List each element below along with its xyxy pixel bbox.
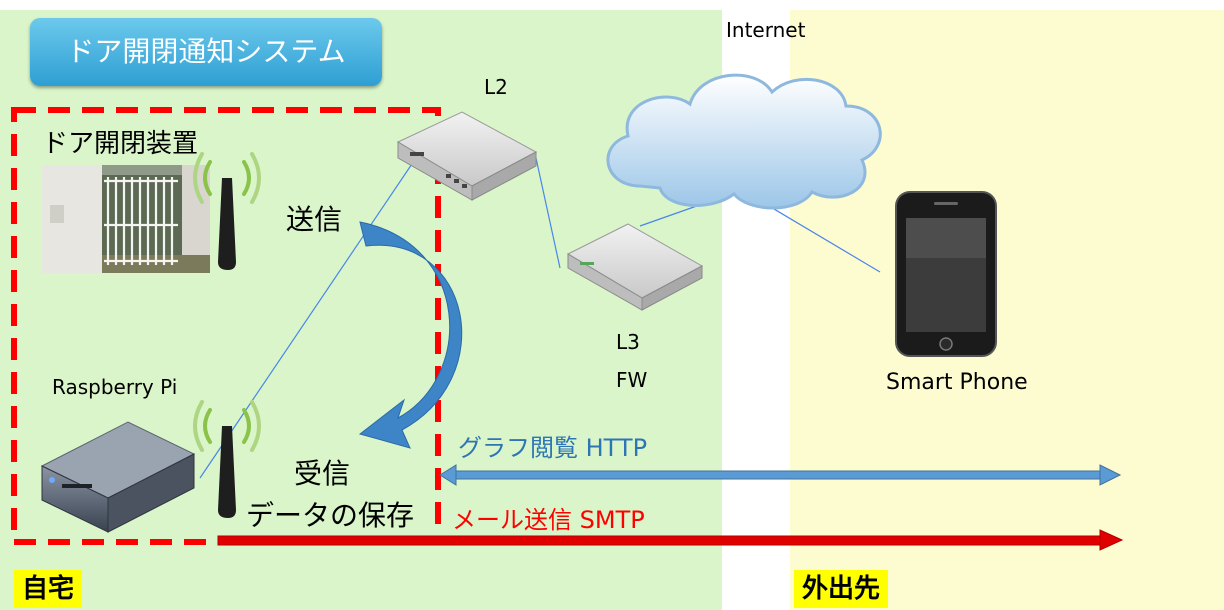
http-arrow <box>439 464 1122 486</box>
smtp-label: メール送信 SMTP <box>452 506 645 534</box>
transmission-flow-arrow <box>358 221 463 449</box>
l2-switch-icon <box>396 111 538 201</box>
fw-label: FW <box>616 368 648 392</box>
raspberry-pi-server-icon <box>40 421 196 533</box>
internet-cloud-icon <box>606 73 882 210</box>
store-label: データの保存 <box>246 499 415 532</box>
l2-label: L2 <box>484 75 508 99</box>
door-antenna-icon <box>193 152 261 270</box>
http-label: グラフ閲覧 HTTP <box>458 434 648 462</box>
door-unit-label: ドア開閉装置 <box>42 129 199 159</box>
outside-zone-label: 外出先 <box>794 570 889 608</box>
smartphone-icon <box>895 191 997 357</box>
smtp-arrow <box>217 529 1124 551</box>
home-zone-label: 自宅 <box>14 570 83 608</box>
raspberry-pi-label: Raspberry Pi <box>52 375 178 399</box>
diagram-title: ドア開閉通知システム <box>30 18 382 86</box>
l3-firewall-icon <box>566 223 704 311</box>
smartphone-label: Smart Phone <box>886 370 1028 395</box>
pi-antenna-icon <box>193 400 261 518</box>
internet-label: Internet <box>726 18 806 42</box>
door-photo <box>42 165 210 273</box>
send-label: 送信 <box>286 203 343 236</box>
l3-label: L3 <box>616 330 640 354</box>
receive-label: 受信 <box>294 457 351 490</box>
